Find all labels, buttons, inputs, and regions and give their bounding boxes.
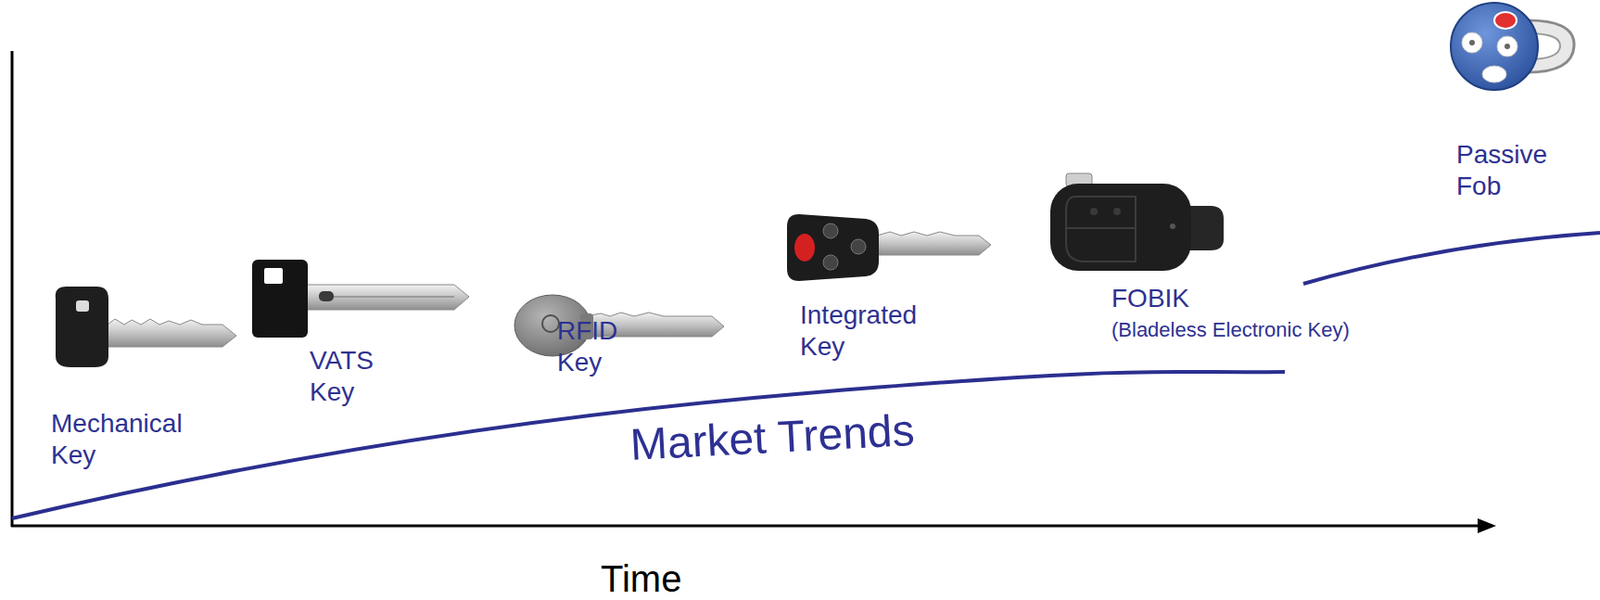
key-type-label: RFID Key xyxy=(557,315,641,378)
fobik-picture xyxy=(1050,173,1224,271)
trend-curve xyxy=(12,371,1285,519)
axis-arrowhead xyxy=(1477,518,1497,534)
passive-fob-picture xyxy=(1450,2,1575,90)
x-axis xyxy=(11,524,1482,528)
y-axis xyxy=(11,50,14,527)
key-type-label: Integrated Key xyxy=(800,299,949,362)
key-type-label: VATS Key xyxy=(309,344,394,407)
rfid-key-picture xyxy=(514,294,724,356)
key-type-label: FOBIK xyxy=(1111,282,1190,315)
integrated-key-picture xyxy=(787,214,991,281)
key-type-label: Passive Fob xyxy=(1456,139,1568,202)
key-type-label: Mechanical Key xyxy=(50,407,191,470)
mechanical-key-picture xyxy=(55,286,237,368)
key-subtitle-label: (Bladeless Electronic Key) xyxy=(1111,317,1350,343)
axis-label: Time xyxy=(600,556,682,600)
trend-label: Market Trends xyxy=(628,403,915,472)
trend-curve xyxy=(1303,232,1600,284)
vats-key-picture xyxy=(252,259,470,338)
